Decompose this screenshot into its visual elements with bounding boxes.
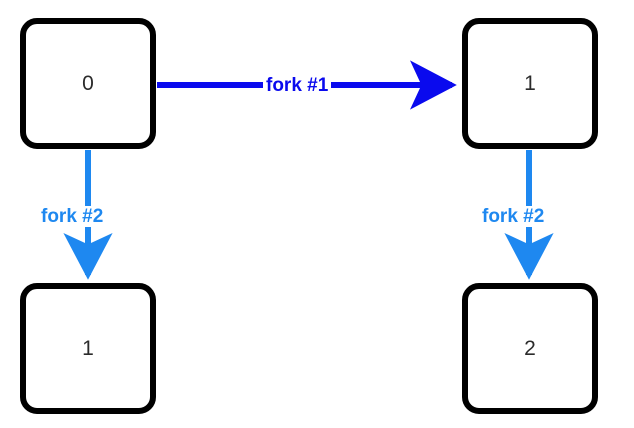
- node-box-child-2[interactable]: 1: [20, 283, 156, 414]
- node-box-root-0[interactable]: 0: [20, 18, 156, 149]
- edge-label-fork-2-left: fork #2: [38, 206, 107, 227]
- edge-label-fork-1: fork #1: [263, 75, 332, 96]
- node-label: 0: [82, 72, 94, 95]
- node-box-child-3[interactable]: 2: [462, 283, 598, 414]
- edge-label-fork-2-right: fork #2: [479, 206, 548, 227]
- node-label: 1: [82, 337, 94, 360]
- node-label: 1: [524, 72, 536, 95]
- node-label: 2: [524, 337, 536, 360]
- node-box-child-1[interactable]: 1: [462, 18, 598, 149]
